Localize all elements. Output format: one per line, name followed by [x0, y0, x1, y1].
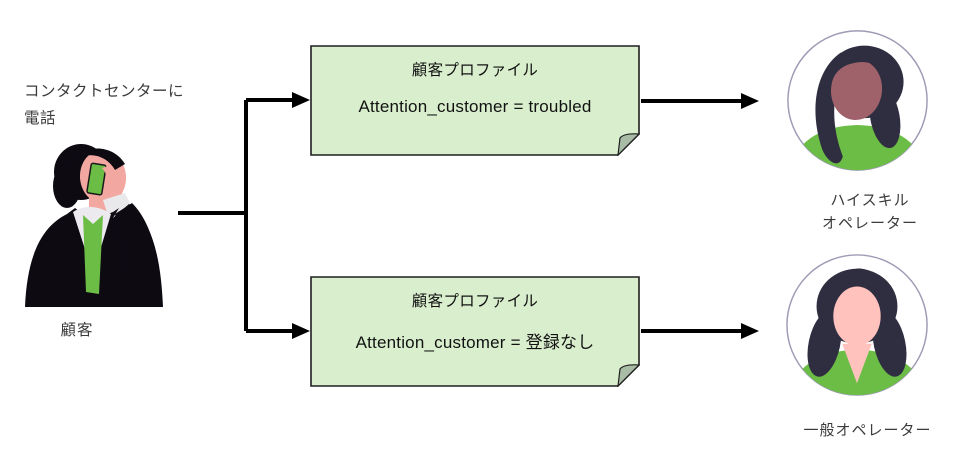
customer-caption-line1: コンタクトセンターに [24, 83, 185, 100]
high-skill-operator-avatar-icon [787, 30, 928, 171]
note-customer-profile-troubled: 顧客プロファイル Attention_customer = troubled [310, 45, 640, 156]
folded-note-shape-icon [310, 276, 640, 387]
operator-label-line1: ハイスキル [830, 192, 910, 209]
high-skill-operator-label: ハイスキル オペレーター [795, 189, 945, 235]
operator-label-line2: オペレーター [821, 215, 918, 232]
arrowhead-icon [741, 93, 759, 109]
arrowhead-icon [292, 323, 310, 339]
arrowhead-icon [292, 92, 310, 108]
arrowhead-icon [741, 323, 759, 339]
operator-label-line1: 一般オペレーター [803, 422, 932, 439]
customer-caption-line2: 電話 [24, 110, 57, 127]
note-body: Attention_customer = troubled [358, 97, 592, 116]
folded-note-shape-icon [310, 45, 640, 156]
note-title: 顧客プロファイル [411, 62, 539, 79]
customer-label: 顧客 [60, 322, 94, 339]
general-operator-avatar-icon [786, 254, 928, 396]
note-body: Attention_customer = 登録なし [355, 333, 595, 352]
general-operator-label: 一般オペレーター [790, 419, 945, 442]
customer-caption: コンタクトセンターに 電話 [24, 78, 254, 132]
note-customer-profile-unregistered: 顧客プロファイル Attention_customer = 登録なし [310, 276, 640, 387]
note-title: 顧客プロファイル [411, 293, 539, 310]
customer-on-phone-icon [25, 144, 163, 307]
